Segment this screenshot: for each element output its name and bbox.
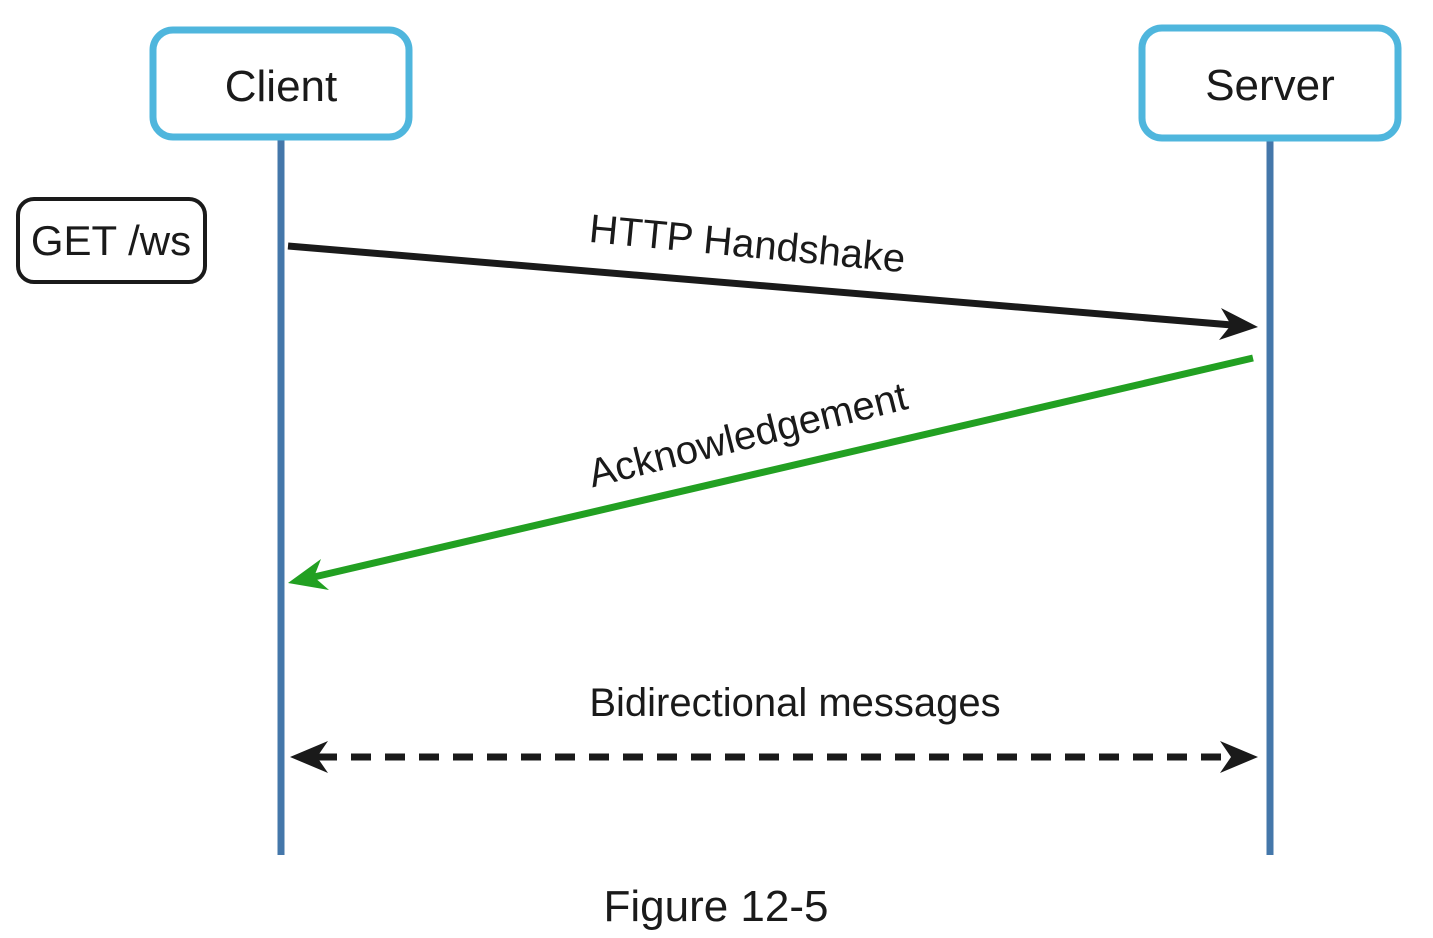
actor-client: Client — [149, 26, 413, 141]
actor-server: Server — [1138, 24, 1402, 142]
http-handshake-label: HTTP Handshake — [587, 207, 907, 281]
client-box — [149, 26, 413, 141]
message-bidirectional: Bidirectional messages — [290, 681, 1258, 773]
http-handshake-arrowhead-icon — [1219, 308, 1258, 340]
message-http-handshake: HTTP Handshake — [287, 207, 1258, 340]
bidirectional-left-arrowhead-icon — [290, 741, 328, 773]
acknowledgement-arrowhead-icon — [288, 559, 329, 590]
message-acknowledgement: Acknowledgement — [288, 354, 1254, 590]
http-handshake-line — [287, 242, 1233, 329]
request-box: GET /ws — [16, 197, 207, 284]
figure-caption: Figure 12-5 — [603, 882, 828, 931]
request-box-border — [16, 197, 207, 284]
bidirectional-right-arrowhead-icon — [1220, 741, 1258, 773]
server-box — [1138, 24, 1402, 142]
request-box-label: GET /ws — [31, 217, 191, 264]
acknowledgement-line — [313, 354, 1254, 581]
client-label: Client — [225, 62, 338, 111]
bidirectional-label: Bidirectional messages — [589, 681, 1000, 725]
server-label: Server — [1205, 61, 1335, 110]
